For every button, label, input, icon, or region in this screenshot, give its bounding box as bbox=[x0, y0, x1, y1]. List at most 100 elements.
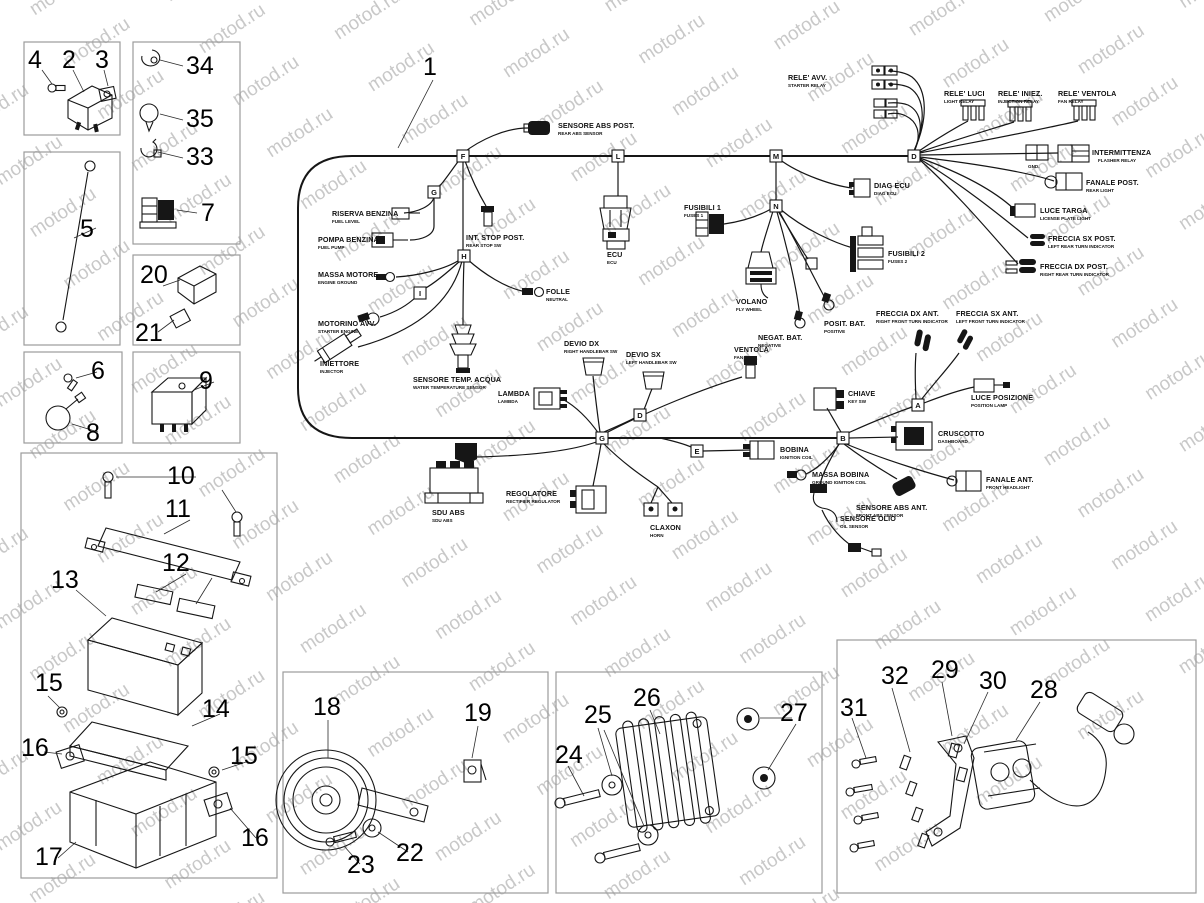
label-massa-bobina: MASSA BOBINA bbox=[812, 470, 869, 479]
callout-5: 5 bbox=[80, 215, 94, 243]
relay-2-drawing bbox=[67, 85, 113, 133]
callout-22: 22 bbox=[396, 839, 424, 867]
sublabel: LAMBDA bbox=[498, 399, 519, 404]
water-temp-sensor-symbol bbox=[449, 324, 477, 373]
sublabel: LEFT HANDLEBAR SW bbox=[626, 360, 677, 365]
label-rele-iniez: RELE' INIEZ. bbox=[998, 89, 1042, 98]
callout-8: 8 bbox=[86, 419, 100, 447]
callout-19: 19 bbox=[464, 699, 492, 727]
label-gnd: GND. bbox=[1028, 164, 1039, 169]
label-fanale-ant: FANALE ANT. bbox=[986, 475, 1034, 484]
sublabel: POSITIVE bbox=[824, 329, 845, 334]
label-fanale-post: FANALE POST. bbox=[1086, 178, 1139, 187]
label-fusibili-1: FUSIBILI 1 bbox=[684, 203, 721, 212]
sublabel: OIL SENSOR bbox=[840, 524, 869, 529]
label-bobina: BOBINA bbox=[780, 445, 809, 454]
spacers-32-drawing bbox=[899, 754, 930, 849]
callout-13: 13 bbox=[51, 566, 79, 594]
fuel-level-connector bbox=[391, 207, 420, 220]
label-folle: FOLLE bbox=[546, 287, 570, 296]
panel-battery bbox=[20, 452, 278, 879]
clip-16b-drawing bbox=[203, 791, 233, 817]
battery-13-drawing bbox=[86, 617, 204, 717]
nut-15a-drawing bbox=[56, 706, 68, 718]
sublabel: LIGHT RELAY bbox=[944, 99, 974, 104]
label-ecu: ECU bbox=[607, 250, 622, 259]
callout-4: 4 bbox=[28, 46, 42, 74]
harness-labels: SENSORE ABS POST.REAR ABS SENSOR RISERVA… bbox=[318, 73, 1151, 538]
callout-7: 7 bbox=[201, 199, 215, 227]
callout-32: 32 bbox=[881, 662, 909, 690]
label-freccia-sx-ant: FRECCIA SX ANT. bbox=[956, 309, 1018, 318]
starter-relay-connectors bbox=[871, 65, 898, 119]
sublabel: FAN RELAY bbox=[1058, 99, 1084, 104]
label-luce-targa: LUCE TARGA bbox=[1040, 206, 1088, 215]
sublabel: STARTER RELAY bbox=[788, 83, 826, 88]
sublabel: LICENSE PLATE LIGHT bbox=[1040, 216, 1091, 221]
label-posit-bat: POSIT. BAT. bbox=[824, 319, 865, 328]
sublabel: INJECTION RELAY bbox=[998, 99, 1039, 104]
panel-borders bbox=[20, 41, 1197, 894]
engine-ground-ring bbox=[376, 271, 396, 283]
connector-21-drawing bbox=[169, 308, 192, 329]
harness-wires bbox=[357, 70, 1079, 547]
horn-18-drawing bbox=[275, 749, 429, 851]
sublabel: DIAG ECU bbox=[874, 191, 897, 196]
sublabel: FUSES 1 bbox=[684, 213, 704, 218]
gnd-connector bbox=[1025, 144, 1049, 161]
sublabel: NEUTRAL bbox=[546, 297, 568, 302]
sublabel: SDU ABS bbox=[432, 518, 453, 523]
label-cruscotto: CRUSCOTTO bbox=[938, 429, 985, 438]
callout-29: 29 bbox=[931, 656, 959, 684]
starter-motor-ring bbox=[357, 312, 380, 326]
sublabel: ECU bbox=[607, 260, 617, 265]
label-negat-bat: NEGAT. BAT. bbox=[758, 333, 802, 342]
node-letter: H bbox=[461, 252, 466, 261]
fuse-holder-7-drawing bbox=[139, 197, 177, 229]
callout-15: 15 bbox=[35, 669, 63, 697]
harness-trunk bbox=[297, 155, 914, 439]
callout-35: 35 bbox=[186, 105, 214, 133]
right-front-indicator-bullets bbox=[914, 329, 931, 352]
sublabel: RECTIFIER REGULATOR bbox=[506, 499, 561, 504]
panel-relay-9 bbox=[132, 351, 241, 444]
sublabel: GROUND IGNITION COIL bbox=[812, 480, 867, 485]
clip-16a-drawing bbox=[55, 743, 85, 769]
flywheel-connector bbox=[745, 251, 777, 299]
sublabel: REAR STOP SW bbox=[466, 243, 502, 248]
washers-25-drawing bbox=[601, 774, 659, 846]
node-letter: L bbox=[616, 152, 621, 161]
label-sensore-abs-post: SENSORE ABS POST. bbox=[558, 121, 635, 130]
node-letter: N bbox=[773, 202, 778, 211]
label-regolatore: REGOLATORE bbox=[506, 489, 557, 498]
callout-28: 28 bbox=[1030, 676, 1058, 704]
sublabel: LEFT REAR TURN INDICATOR bbox=[1048, 244, 1115, 249]
flasher-relay-connector bbox=[1057, 144, 1090, 163]
panel-relay-hardware bbox=[23, 41, 121, 136]
callout-30: 30 bbox=[979, 667, 1007, 695]
callout-14: 14 bbox=[202, 695, 230, 723]
label-luce-posizione: LUCE POSIZIONE bbox=[971, 393, 1033, 402]
node-letter: F bbox=[461, 152, 466, 161]
injector-symbol bbox=[314, 328, 362, 364]
callout-20: 20 bbox=[140, 261, 168, 289]
oil-sensor-symbol bbox=[810, 484, 882, 557]
callout-15b: 15 bbox=[230, 742, 258, 770]
callout-2: 2 bbox=[62, 46, 76, 74]
panel-ignition-coil bbox=[836, 639, 1197, 894]
label-chiave: CHIAVE bbox=[848, 389, 875, 398]
sublabel: NEGATIVE bbox=[758, 343, 781, 348]
injection-relay-socket bbox=[1007, 100, 1033, 122]
bolt-24a-drawing bbox=[554, 789, 601, 809]
fuses2-symbol bbox=[850, 226, 884, 272]
bolt-24b-drawing bbox=[594, 843, 641, 864]
bolt-10a-drawing bbox=[102, 471, 114, 499]
node-letter: B bbox=[840, 434, 846, 443]
small-connector-square bbox=[805, 257, 818, 270]
rear-abs-sensor-symbol bbox=[523, 121, 550, 135]
ground-cable-5-drawing bbox=[55, 160, 96, 333]
sublabel: FRONT HEADLIGHT bbox=[986, 485, 1030, 490]
fan-relay-socket bbox=[1071, 99, 1097, 121]
clip-3-drawing bbox=[98, 85, 117, 102]
label-volano: VOLANO bbox=[736, 297, 768, 306]
